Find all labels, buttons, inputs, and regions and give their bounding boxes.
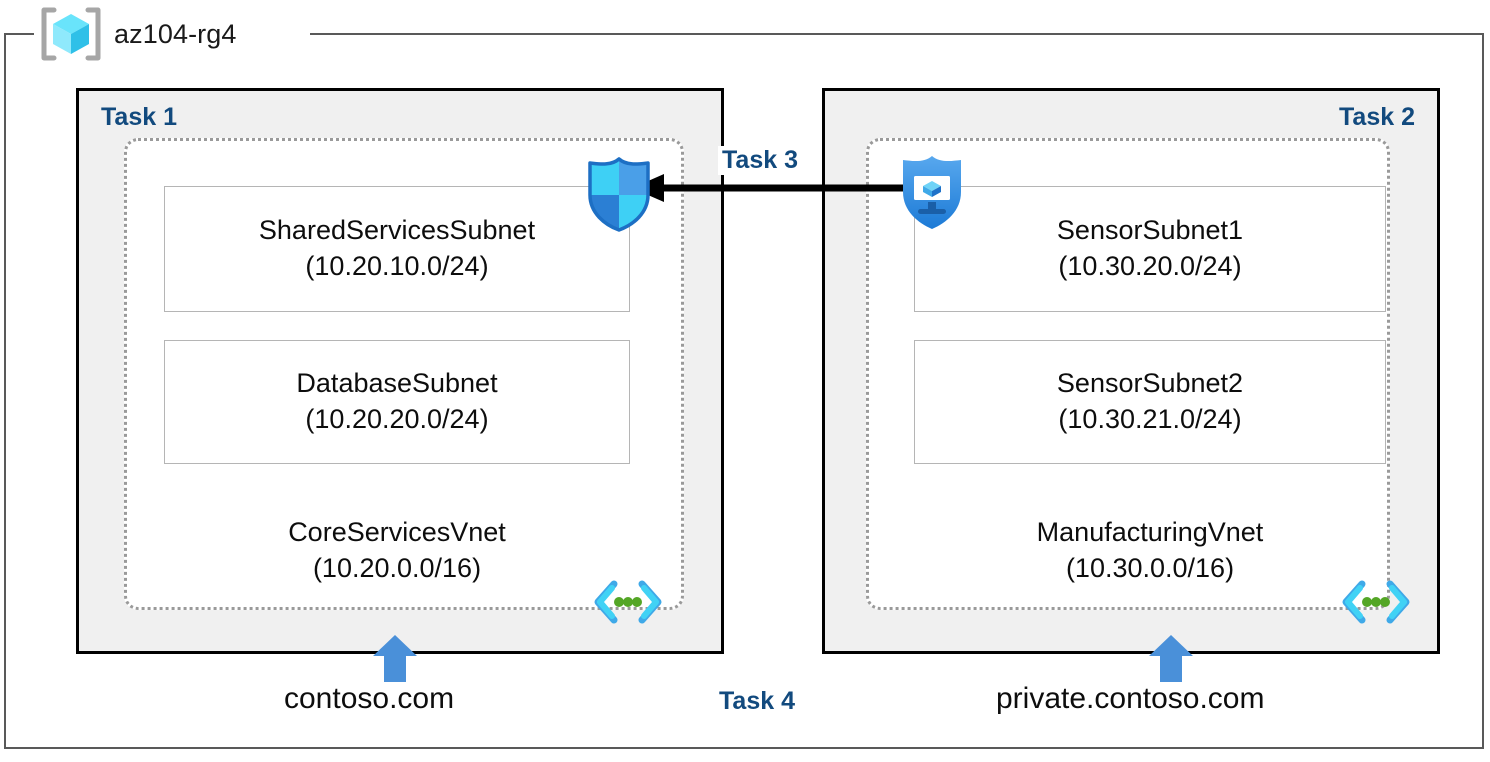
vnet-name: CoreServicesVnet — [288, 517, 506, 547]
subnet-database: DatabaseSubnet (10.20.20.0/24) — [164, 340, 630, 464]
dns-zone-contoso: contoso.com — [284, 682, 455, 715]
subnet-name: SharedServicesSubnet — [258, 215, 536, 246]
service-endpoint-icon — [594, 580, 662, 624]
resource-group-cube-icon — [41, 7, 101, 61]
resource-group-header: az104-rg4 — [40, 6, 236, 62]
service-endpoint-icon — [1342, 580, 1410, 624]
subnet-cidr: (10.20.20.0/24) — [305, 404, 489, 434]
task-1-label: Task 1 — [101, 103, 177, 131]
resource-group-frame — [4, 33, 1484, 749]
private-endpoint-shield-icon — [903, 156, 961, 229]
subnet-name: SensorSubnet2 — [1056, 368, 1244, 399]
subnet-sensor1: SensorSubnet1 (10.30.20.0/24) — [914, 186, 1386, 312]
task-4-label: Task 4 — [719, 687, 795, 715]
dns-link-arrow-right — [1149, 635, 1193, 682]
subnet-name: SensorSubnet1 — [1056, 215, 1244, 246]
dns-zone-private-contoso: private.contoso.com — [996, 682, 1265, 715]
subnet-cidr: (10.30.21.0/24) — [1058, 404, 1242, 434]
subnet-cidr: (10.30.20.0/24) — [1058, 251, 1242, 281]
vnet-cidr: (10.20.0.0/16) — [312, 552, 482, 583]
dns-link-arrow-left — [373, 635, 417, 682]
security-shield-icon — [588, 157, 650, 232]
subnet-sensor2: SensorSubnet2 (10.30.21.0/24) — [914, 340, 1386, 464]
subnet-name: DatabaseSubnet — [296, 368, 498, 399]
vnet-caption-coreservices: CoreServicesVnet (10.20.0.0/16) — [164, 515, 630, 586]
subnet-sharedservices: SharedServicesSubnet (10.20.10.0/24) — [164, 186, 630, 312]
vnet-caption-manufacturing: ManufacturingVnet (10.30.0.0/16) — [914, 515, 1386, 586]
vnet-name: ManufacturingVnet — [1036, 517, 1264, 547]
task-3-label: Task 3 — [718, 146, 802, 175]
task-2-label: Task 2 — [1339, 103, 1415, 131]
resource-group-name: az104-rg4 — [114, 18, 237, 49]
subnet-cidr: (10.20.10.0/24) — [305, 251, 489, 281]
vnet-cidr: (10.30.0.0/16) — [1065, 552, 1235, 583]
